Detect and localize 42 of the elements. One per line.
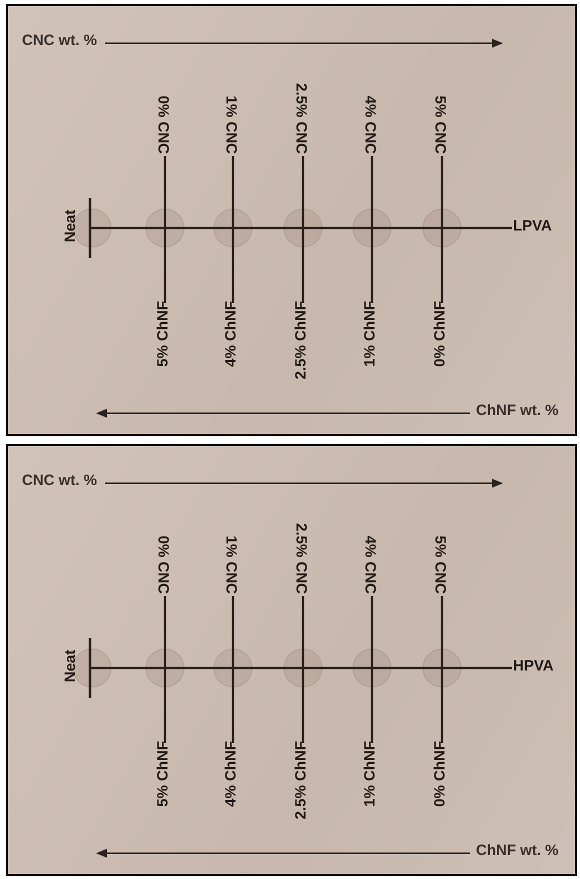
- sample-label: 2.5% ChNF: [294, 741, 308, 820]
- axis-label: CNC wt. %: [22, 31, 97, 51]
- connector-line: [440, 156, 444, 303]
- sample-label: 5% ChNF: [156, 301, 170, 367]
- sample-label: 5% CNC: [432, 96, 448, 154]
- connector-line: [88, 196, 512, 260]
- paper-panel: [6, 4, 577, 436]
- sample-label: 5% CNC: [432, 536, 448, 594]
- connector-line: [302, 156, 304, 303]
- sample-label: 0% CNC: [156, 96, 170, 154]
- sample-label: 5% ChNF: [156, 741, 170, 807]
- sample-label: Neat: [63, 650, 78, 682]
- axis-label: ChNF wt. %: [476, 401, 558, 421]
- connector-line: [164, 596, 166, 743]
- connector-line: [302, 596, 304, 743]
- sample-label: 0% ChNF: [432, 301, 448, 367]
- connector-line: [88, 636, 512, 700]
- sample-label: HPVA: [513, 658, 554, 674]
- axis-label: ChNF wt. %: [476, 841, 558, 861]
- sample-label: 2.5% CNC: [294, 523, 308, 594]
- connector-line: [232, 156, 234, 303]
- sample-label: 4% ChNF: [224, 301, 238, 367]
- paper-panel: [6, 444, 577, 876]
- sample-label: Neat: [63, 210, 78, 242]
- sample-label: 1% ChNF: [362, 301, 378, 367]
- sample-label: 4% ChNF: [224, 741, 238, 807]
- sample-label: 0% CNC: [156, 536, 170, 594]
- connector-line: [164, 156, 166, 303]
- sample-label: 4% CNC: [362, 96, 378, 154]
- sample-label: 1% ChNF: [362, 741, 378, 807]
- sample-label: 1% CNC: [224, 96, 238, 154]
- sample-label: 0% ChNF: [432, 741, 448, 807]
- axis-label: CNC wt. %: [22, 471, 97, 491]
- sample-label: LPVA: [513, 218, 552, 234]
- connector-line: [440, 596, 444, 743]
- sample-label: 4% CNC: [362, 536, 378, 594]
- sample-label: 1% CNC: [224, 536, 238, 594]
- sample-label: 2.5% CNC: [294, 83, 308, 154]
- sample-label: 2.5% ChNF: [294, 301, 308, 380]
- connector-line: [370, 596, 374, 743]
- connector-line: [370, 156, 374, 303]
- connector-line: [232, 596, 234, 743]
